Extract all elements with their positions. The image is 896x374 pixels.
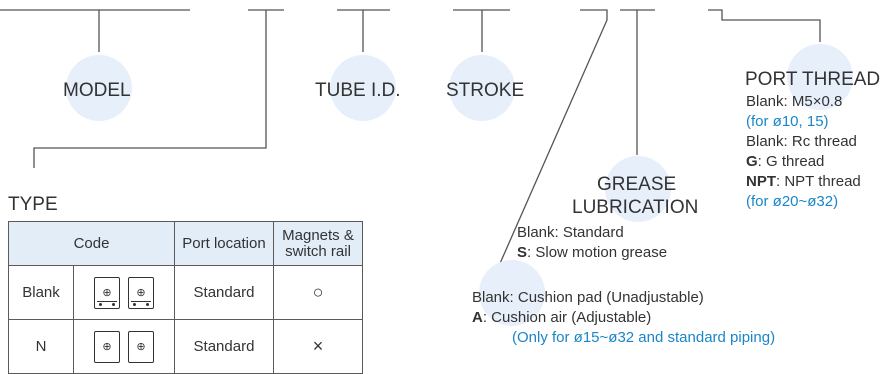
row-n-drawing: ⊕⊕ — [73, 319, 175, 374]
grease-s-value: : Slow motion grease — [527, 244, 668, 261]
cushion-circle — [479, 260, 545, 326]
port-thread-notes: Blank: M5×0.8 (for ø10, 15) Blank: Rc th… — [746, 92, 861, 212]
type-table: Code Port location Magnets & switch rail… — [8, 221, 363, 374]
type-label: TYPE — [8, 194, 58, 215]
blank-m5-value: M5×0.8 — [791, 93, 843, 110]
port-block-icon: ⊕ — [94, 276, 120, 309]
cushion-a-key: A — [472, 309, 483, 326]
grease-blank-note: Blank: Standard — [517, 224, 624, 241]
port-thread-circle — [787, 44, 853, 110]
header-magnets: Magnets & switch rail — [273, 221, 363, 266]
tube-id-circle — [330, 55, 396, 121]
grease-label-line2: LUBRICATION — [572, 197, 699, 218]
table-row: Blank ⊕⊕ Standard ○ — [8, 265, 363, 320]
row-blank-magnets: ○ — [273, 265, 363, 320]
row-n-magnets: × — [273, 319, 363, 374]
header-code: Code — [8, 221, 175, 266]
port-block-icon: ⊕ — [94, 330, 120, 363]
model-circle — [66, 55, 132, 121]
cushion-blank-note: Blank: Cushion pad (Unadjustable) — [472, 289, 704, 306]
port-symbol: ⊕ — [136, 340, 146, 353]
grease-s-key: S — [517, 244, 528, 261]
g-value: : G thread — [757, 153, 825, 170]
feet-icon — [131, 300, 151, 307]
stroke-label: STROKE — [446, 80, 525, 101]
tube-id-label: TUBE I.D. — [315, 80, 401, 101]
cushion-a-value: : Cushion air (Adjustable) — [482, 309, 652, 326]
header-magnets-line1: Magnets & — [282, 226, 354, 244]
for-npt-note: (for ø20~ø32) — [746, 193, 839, 210]
connector-lines — [0, 9, 821, 269]
cushion-notes: Blank: Cushion pad (Unadjustable) A: Cus… — [472, 288, 775, 348]
row-code-blank: Blank — [8, 265, 74, 320]
port-symbol: ⊕ — [102, 286, 112, 299]
grease-label-line1: GREASE — [597, 174, 677, 195]
model-label: MODEL — [63, 80, 131, 101]
table-row: N ⊕⊕ Standard × — [8, 319, 363, 374]
row-blank-drawing: ⊕⊕ — [73, 265, 175, 320]
feet-icon — [97, 300, 117, 307]
npt-key: NPT — [746, 173, 776, 190]
blank-m5-prefix: Blank: — [746, 93, 792, 110]
row-code-n: N — [8, 319, 74, 374]
port-symbol: ⊕ — [136, 286, 146, 299]
npt-value: : NPT thread — [776, 173, 861, 190]
header-port-location: Port location — [174, 221, 274, 266]
stroke-circle — [449, 55, 515, 121]
g-key: G — [746, 153, 758, 170]
port-block-icon: ⊕ — [128, 330, 154, 363]
port-thread-label: PORT THREAD — [745, 69, 881, 90]
row-n-port-location: Standard — [174, 319, 274, 374]
cushion-only-for-note: (Only for ø15~ø32 and standard piping) — [512, 329, 776, 346]
grease-circle — [605, 156, 671, 222]
row-blank-port-location: Standard — [174, 265, 274, 320]
for-m5-note: (for ø10, 15) — [746, 113, 829, 130]
header-magnets-line2: switch rail — [285, 242, 351, 260]
blank-rc-note: Blank: Rc thread — [746, 133, 857, 150]
port-symbol: ⊕ — [102, 340, 112, 353]
port-block-icon: ⊕ — [128, 276, 154, 309]
grease-notes: Blank: Standard S: Slow motion grease — [517, 223, 667, 263]
